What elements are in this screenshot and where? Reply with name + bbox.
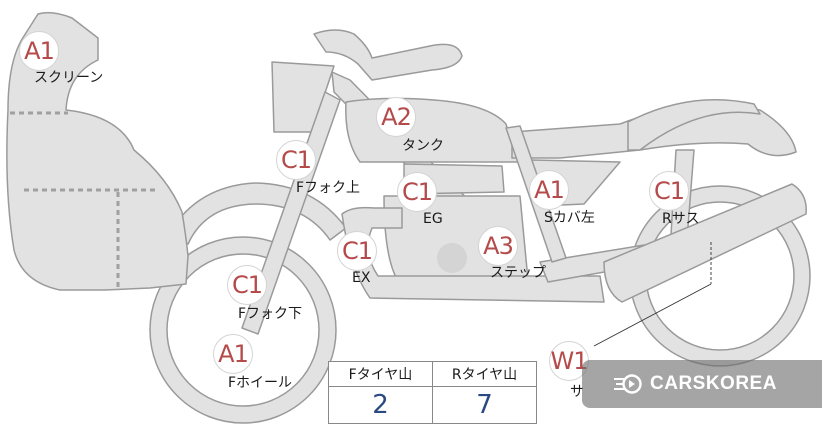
carskorea-logo-icon bbox=[614, 374, 642, 394]
label-eg: EG bbox=[423, 211, 443, 227]
front-fork bbox=[241, 91, 341, 335]
label-sa: サ bbox=[570, 384, 584, 400]
header-front-tread: Fタイヤ山 bbox=[328, 361, 433, 387]
label-step: ステップ bbox=[490, 265, 546, 281]
handlebar bbox=[313, 29, 463, 81]
label-scover-left: Sカバ左 bbox=[544, 210, 595, 226]
marker-ex[interactable]: C1 bbox=[337, 231, 377, 271]
label-rsus: Rサス bbox=[662, 211, 700, 227]
carskorea-watermark: CARSKOREA bbox=[582, 360, 822, 408]
tail-cowl bbox=[627, 99, 761, 151]
marker-screen[interactable]: A1 bbox=[19, 31, 59, 71]
value-front-tread: 2 bbox=[328, 386, 433, 424]
fairing bbox=[6, 11, 189, 291]
tire-tread-table: Fタイヤ山 Rタイヤ山 2 7 bbox=[328, 361, 537, 424]
watermark-text: CARSKOREA bbox=[650, 373, 777, 394]
front-wheel bbox=[149, 236, 337, 424]
marker-fwheel[interactable]: A1 bbox=[213, 334, 253, 374]
label-ffork-upper: Fフォク上 bbox=[296, 180, 361, 196]
muffler bbox=[603, 183, 807, 303]
label-tank: タンク bbox=[402, 138, 444, 154]
value-rear-tread: 7 bbox=[432, 386, 537, 424]
marker-ffork-upper[interactable]: C1 bbox=[276, 140, 316, 180]
label-ex: EX bbox=[352, 270, 371, 286]
marker-ffork-lower[interactable]: C1 bbox=[227, 265, 267, 305]
label-fwheel: Fホイール bbox=[228, 375, 293, 391]
marker-scover-left[interactable]: A1 bbox=[529, 170, 569, 210]
marker-rsus[interactable]: C1 bbox=[649, 171, 689, 211]
label-screen: スクリーン bbox=[34, 70, 104, 86]
label-ffork-lower: Fフォク下 bbox=[238, 306, 303, 322]
marker-step[interactable]: A3 bbox=[478, 226, 518, 266]
marker-eg[interactable]: C1 bbox=[397, 172, 437, 212]
marker-tank[interactable]: A2 bbox=[376, 97, 416, 137]
header-rear-tread: Rタイヤ山 bbox=[432, 361, 537, 387]
